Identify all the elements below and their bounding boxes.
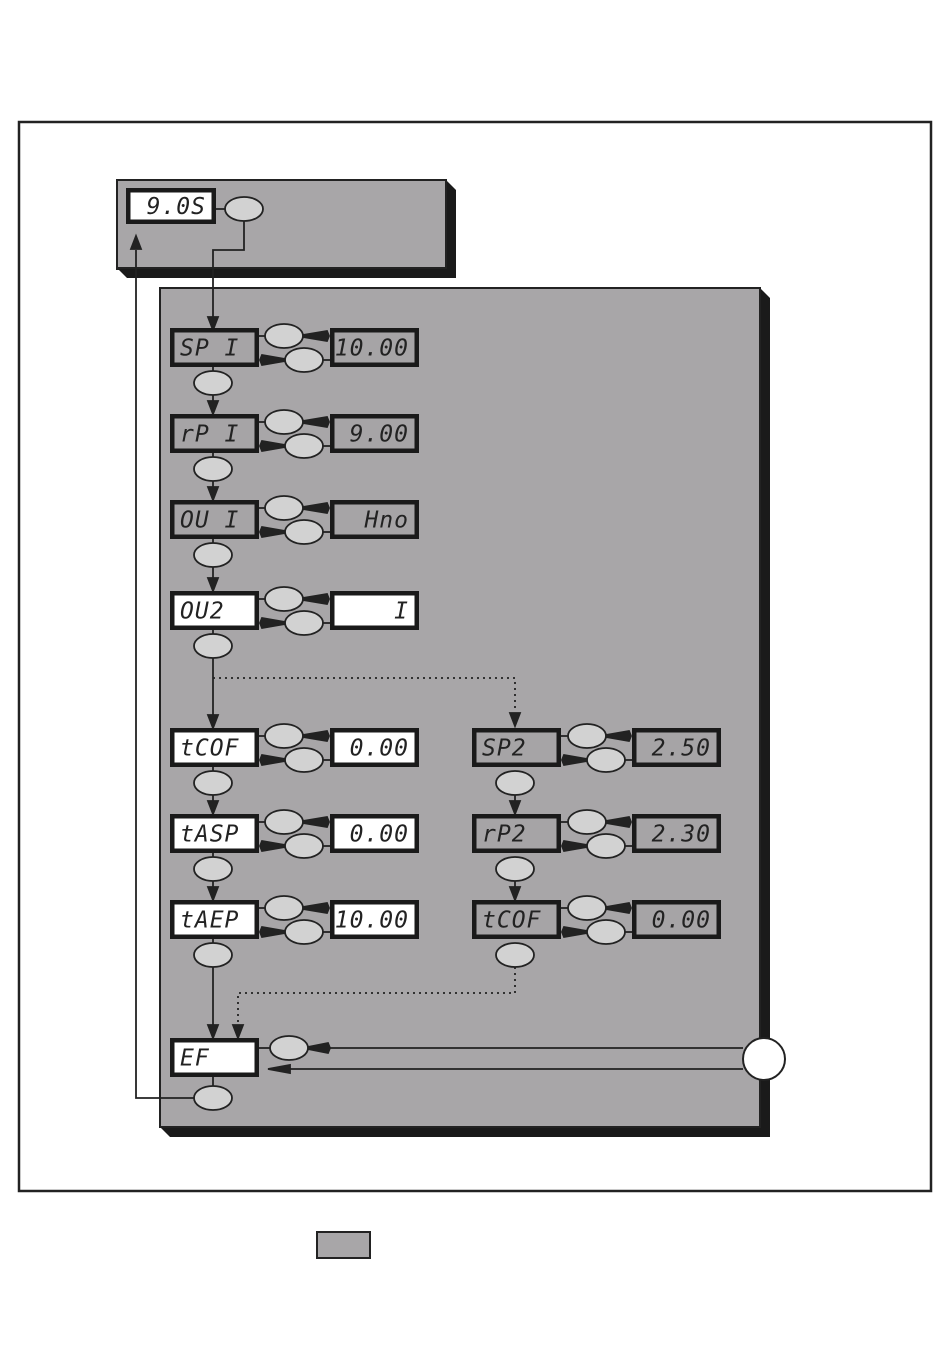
param-OU2-mode-button[interactable]: [194, 634, 232, 658]
param-SP1-set-button[interactable]: [265, 324, 303, 348]
param-tCOF-back-button[interactable]: [285, 748, 323, 772]
value-OU2-display: I: [330, 591, 419, 630]
param-OU2-set-button[interactable]: [265, 587, 303, 611]
param2-SP2-display: SP2: [472, 728, 561, 767]
param-tAEP-back-button[interactable]: [285, 920, 323, 944]
param2-rP2-mode-button[interactable]: [496, 857, 534, 881]
title-set-button[interactable]: [225, 197, 263, 221]
value-OU1-display: Hno: [330, 500, 419, 539]
param2-SP2-display-text: SP2: [482, 736, 527, 762]
title-display-text: 9.0S: [147, 194, 206, 220]
param-OU1-display: OU I: [170, 500, 259, 539]
return-node-circle: [743, 1038, 785, 1080]
value-tASP-display: 0.00: [330, 814, 419, 853]
param-rP1-display-text: rP I: [180, 422, 239, 448]
exit-display: EF: [170, 1038, 259, 1077]
param-SP1-back-button[interactable]: [285, 348, 323, 372]
param-SP1-display-text: SP I: [180, 336, 239, 362]
param-OU2-display-text: OU2: [180, 599, 225, 625]
param2-rP2-back-button[interactable]: [587, 834, 625, 858]
param2-rP2-set-button[interactable]: [568, 810, 606, 834]
legend-swatch: [316, 1231, 371, 1259]
param-tAEP-display: tAEP: [170, 900, 259, 939]
param-OU2-display: OU2: [170, 591, 259, 630]
value2-tCOF-display-text: 0.00: [652, 908, 711, 934]
param2-tCOF-mode-button[interactable]: [496, 943, 534, 967]
exit-set-button[interactable]: [270, 1036, 308, 1060]
param2-SP2-back-button[interactable]: [587, 748, 625, 772]
param-tASP-back-button[interactable]: [285, 834, 323, 858]
param-tAEP-display-text: tAEP: [180, 908, 239, 934]
param-OU1-display-text: OU I: [180, 508, 239, 534]
param-tCOF-display-text: tCOF: [180, 736, 240, 762]
param-OU1-back-button[interactable]: [285, 520, 323, 544]
exit-mode-button[interactable]: [194, 1086, 232, 1110]
value2-SP2-display-text: 2.50: [652, 736, 711, 762]
param2-tCOF-back-button[interactable]: [587, 920, 625, 944]
param2-SP2-set-button[interactable]: [568, 724, 606, 748]
param-rP1-back-button[interactable]: [285, 434, 323, 458]
param2-SP2-mode-button[interactable]: [496, 771, 534, 795]
value-rP1-display: 9.00: [330, 414, 419, 453]
param-OU2-back-button[interactable]: [285, 611, 323, 635]
param-SP1-display: SP I: [170, 328, 259, 367]
param-SP1-mode-button[interactable]: [194, 371, 232, 395]
param-OU1-set-button[interactable]: [265, 496, 303, 520]
value-tCOF-display-text: 0.00: [350, 736, 409, 762]
param-rP1-set-button[interactable]: [265, 410, 303, 434]
value-rP1-display-text: 9.00: [350, 422, 409, 448]
value-tAEP-display: 10.00: [330, 900, 419, 939]
param-rP1-mode-button[interactable]: [194, 457, 232, 481]
param-OU1-mode-button[interactable]: [194, 543, 232, 567]
value2-tCOF-display: 0.00: [632, 900, 721, 939]
param-tCOF-set-button[interactable]: [265, 724, 303, 748]
param2-tCOF-display-text: tCOF: [482, 908, 542, 934]
param-tCOF-display: tCOF: [170, 728, 259, 767]
param-tASP-set-button[interactable]: [265, 810, 303, 834]
value2-rP2-display-text: 2.30: [652, 822, 711, 848]
value-SP1-display: 10.00: [330, 328, 419, 367]
param-tASP-display-text: tASP: [180, 822, 239, 848]
value-SP1-display-text: 10.00: [335, 336, 409, 362]
value2-rP2-display: 2.30: [632, 814, 721, 853]
exit-display-text: EF: [180, 1046, 210, 1072]
param2-rP2-display: rP2: [472, 814, 561, 853]
value-OU2-display-text: I: [394, 599, 409, 625]
title-display: 9.0S: [126, 188, 216, 224]
param-tAEP-mode-button[interactable]: [194, 943, 232, 967]
param2-tCOF-display: tCOF: [472, 900, 561, 939]
value-tAEP-display-text: 10.00: [335, 908, 409, 934]
value-OU1-display-text: Hno: [363, 508, 409, 534]
param2-tCOF-set-button[interactable]: [568, 896, 606, 920]
value2-SP2-display: 2.50: [632, 728, 721, 767]
value-tASP-display-text: 0.00: [350, 822, 409, 848]
param-tAEP-set-button[interactable]: [265, 896, 303, 920]
param-rP1-display: rP I: [170, 414, 259, 453]
value-tCOF-display: 0.00: [330, 728, 419, 767]
param-tCOF-mode-button[interactable]: [194, 771, 232, 795]
param2-rP2-display-text: rP2: [482, 822, 527, 848]
param-tASP-display: tASP: [170, 814, 259, 853]
param-tASP-mode-button[interactable]: [194, 857, 232, 881]
